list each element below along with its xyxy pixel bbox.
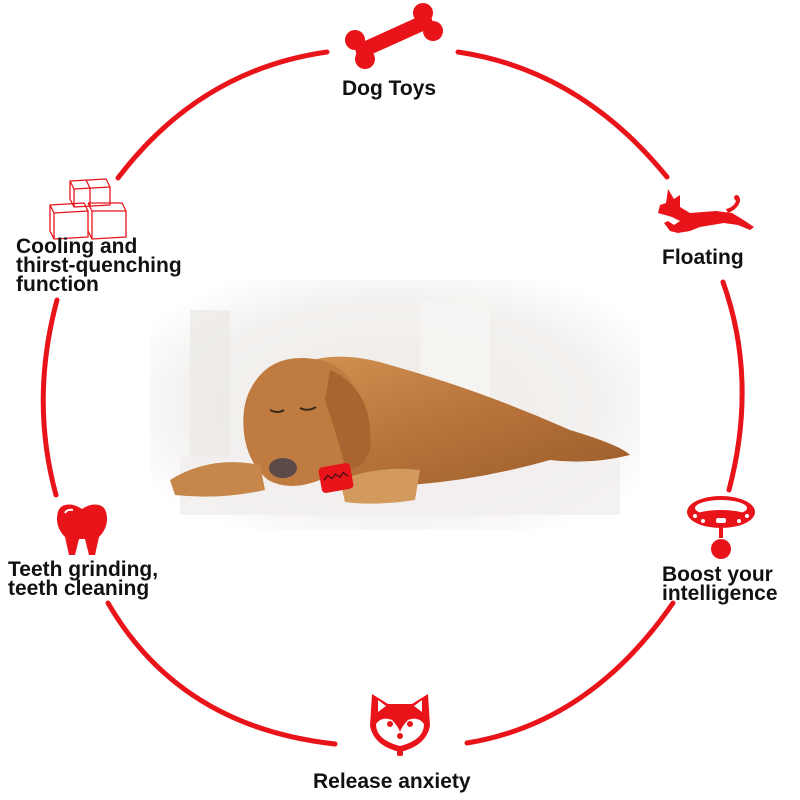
- arc-top-left: [115, 49, 330, 181]
- arc-bottom-left: [105, 600, 338, 747]
- ice-cubes-icon: [49, 178, 127, 240]
- arc-top-right: [455, 49, 670, 180]
- label-line: Boost your: [662, 563, 773, 586]
- tooth-icon: [57, 504, 107, 555]
- bone-icon: [345, 3, 443, 69]
- label-teeth-cleaning: Teeth grinding, teeth cleaning: [8, 558, 159, 600]
- running-dog-icon: [658, 189, 754, 233]
- arc-left: [40, 297, 60, 498]
- label-cooling: Cooling and thirst-quenching function: [16, 235, 182, 296]
- label-line: intelligence: [662, 582, 778, 605]
- dog-photo: [150, 280, 640, 530]
- dog-collar-icon: [687, 496, 755, 559]
- arc-right: [720, 279, 745, 493]
- label-line: Teeth grinding,: [8, 558, 159, 581]
- label-boost-intelligence: Boost your intelligence: [662, 563, 778, 605]
- label-dog-toys: Dog Toys: [342, 77, 437, 100]
- arc-bottom-right: [464, 600, 676, 746]
- label-line: Cooling and: [16, 235, 138, 258]
- label-line: function: [16, 273, 99, 296]
- label-line: thirst-quenching: [16, 254, 182, 277]
- label-line: teeth cleaning: [8, 577, 150, 600]
- label-floating: Floating: [662, 246, 744, 269]
- shiba-face-icon: [370, 694, 430, 756]
- label-release-anxiety: Release anxiety: [313, 770, 471, 793]
